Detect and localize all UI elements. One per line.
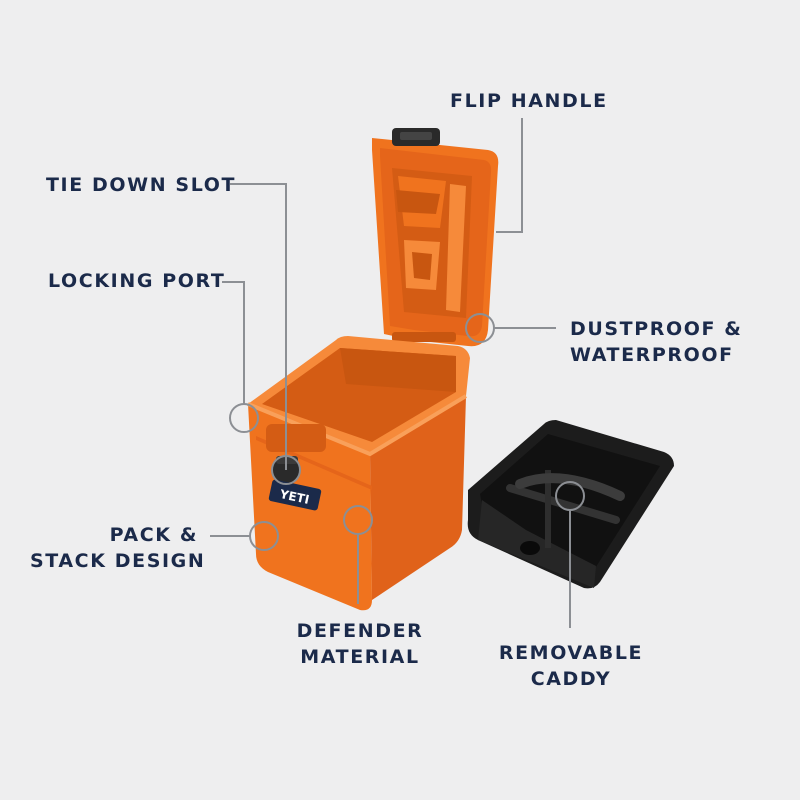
callout-ring-tie-down [271,455,301,485]
label-dustproof-waterproof: DUSTPROOF & WATERPROOF [570,318,743,366]
orange-crate: YETI [247,128,499,611]
caddy-handle [515,473,625,501]
label-tie-down-slot: TIE DOWN SLOT [46,174,237,196]
callout-ring-pack-stack [249,521,279,551]
label-flip-handle: FLIP HANDLE [450,90,608,112]
callout-line-locking-port [222,281,245,404]
label-removable-caddy: REMOVABLE CADDY [498,642,644,690]
label-locking-port: LOCKING PORT [48,270,226,292]
callout-line-tie-down [230,183,287,470]
callout-lines [210,118,585,628]
removable-caddy [467,420,674,589]
callout-ring-dustproof [465,313,495,343]
callout-line-flip-handle [496,118,523,233]
yeti-badge: YETI [268,479,322,511]
yeti-logo-text: YETI [278,487,311,507]
label-defender-material: DEFENDER MATERIAL [296,620,424,668]
label-pack-stack-design: PACK & STACK DESIGN [30,524,206,572]
crate-side [370,396,466,600]
lid [372,128,499,347]
callout-ring-locking-port [229,403,259,433]
